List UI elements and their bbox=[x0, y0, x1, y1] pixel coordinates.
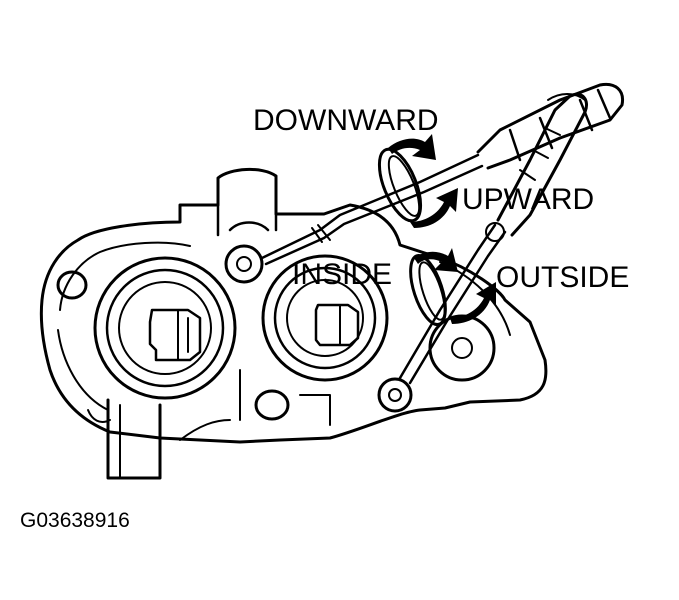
headlamp-housing bbox=[39, 167, 548, 480]
arrow-upward-icon bbox=[410, 188, 458, 228]
label-upward: UPWARD bbox=[462, 183, 595, 216]
aim-screw-upper bbox=[224, 244, 264, 284]
screwdriver-lower bbox=[398, 92, 588, 385]
label-downward: DOWNWARD bbox=[253, 104, 439, 137]
arrow-outside-icon bbox=[450, 282, 496, 324]
label-inside: INSIDE bbox=[292, 258, 393, 291]
rotation-ring-lower bbox=[409, 253, 447, 327]
label-outside: OUTSIDE bbox=[496, 261, 630, 294]
arrow-inside-icon bbox=[414, 248, 458, 272]
arrow-downward-icon bbox=[388, 134, 436, 160]
screwdriver-upper bbox=[260, 82, 625, 266]
rotation-ring-upper bbox=[377, 147, 423, 223]
center-bulb-socket bbox=[261, 254, 389, 382]
aim-screw-lower bbox=[377, 377, 413, 413]
figure-id: G03638916 bbox=[20, 509, 130, 532]
left-bulb-socket bbox=[93, 256, 237, 400]
